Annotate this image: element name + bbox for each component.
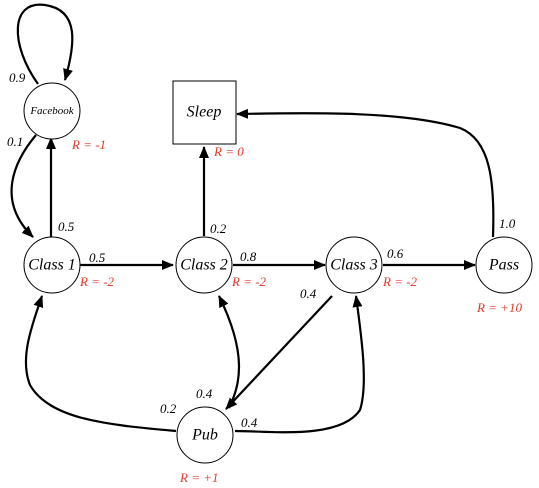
reward-facebook: R = -1 xyxy=(71,137,106,152)
svg-text:Pub: Pub xyxy=(191,427,218,444)
edge-class3-to-pub xyxy=(225,295,333,410)
prob-class1-class2: 0.5 xyxy=(89,250,106,265)
prob-facebook-self: 0.9 xyxy=(9,70,26,85)
prob-pub-class1: 0.2 xyxy=(160,401,177,416)
svg-text:Class 3: Class 3 xyxy=(330,257,378,274)
reward-class3: R = -2 xyxy=(382,274,418,289)
svg-text:Class 2: Class 2 xyxy=(180,257,228,274)
prob-class1-facebook: 0.5 xyxy=(58,219,75,234)
prob-pub-class2: 0.4 xyxy=(196,386,213,401)
node-class1: Class 1 xyxy=(23,236,81,294)
reward-pub: R = +1 xyxy=(179,470,219,485)
prob-class2-sleep: 0.2 xyxy=(210,221,227,236)
prob-class3-pass: 0.6 xyxy=(387,246,404,261)
edge-pass-to-sleep xyxy=(236,108,495,238)
prob-pub-class3: 0.4 xyxy=(241,415,258,430)
edge-pub-to-class1 xyxy=(24,295,177,433)
edge-facebook-self-loop xyxy=(16,3,74,85)
svg-text:Class 1: Class 1 xyxy=(28,257,76,274)
reward-pass: R = +10 xyxy=(476,300,522,315)
edge-facebook-to-class1 xyxy=(10,134,37,238)
reward-class2: R = -2 xyxy=(231,274,267,289)
svg-text:Sleep: Sleep xyxy=(187,104,222,121)
node-class3: Class 3 xyxy=(325,236,383,294)
reward-class1: R = -2 xyxy=(79,274,115,289)
edge-pub-to-class2 xyxy=(218,295,241,409)
reward-sleep: R = 0 xyxy=(213,144,244,159)
node-pass: Pass xyxy=(475,236,533,294)
prob-class2-class3: 0.8 xyxy=(240,249,257,264)
node-pub: Pub xyxy=(176,406,234,464)
node-sleep: Sleep xyxy=(172,80,237,145)
node-class2: Class 2 xyxy=(175,236,233,294)
svg-text:Facebook: Facebook xyxy=(29,105,74,117)
prob-pass-sleep: 1.0 xyxy=(499,216,516,231)
svg-text:Pass: Pass xyxy=(488,257,519,274)
edge-pub-to-class3 xyxy=(234,295,365,434)
node-facebook: Facebook xyxy=(23,82,81,140)
prob-facebook-class1: 0.1 xyxy=(7,134,23,149)
prob-class3-pub: 0.4 xyxy=(300,286,317,301)
